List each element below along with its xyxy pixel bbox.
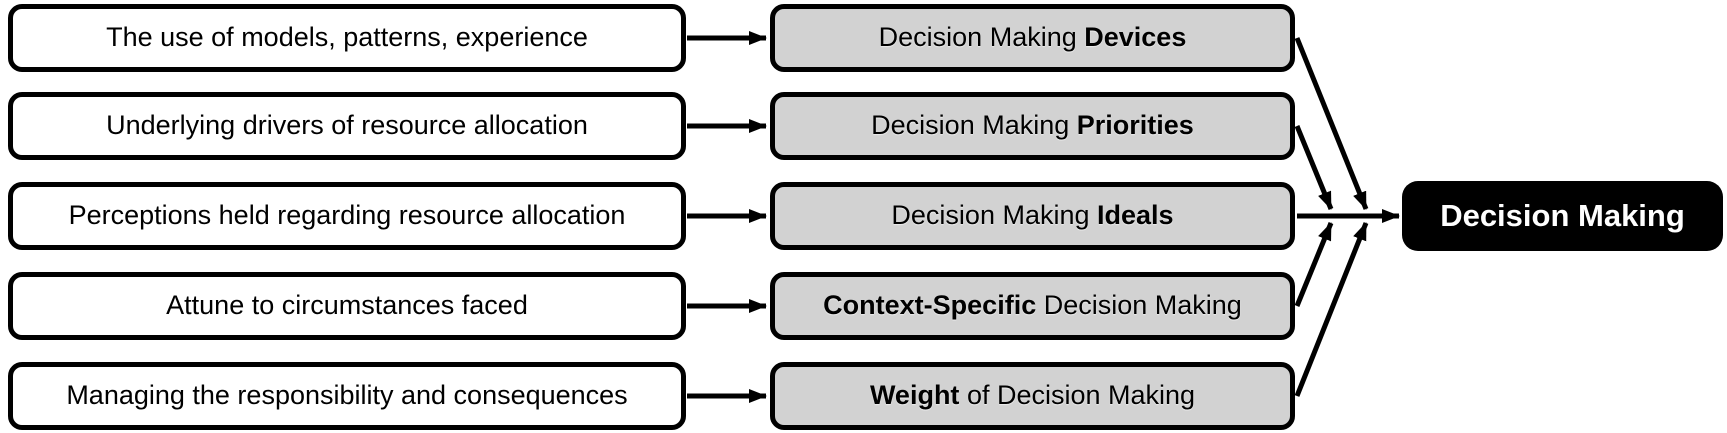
mid-label-bold: Devices [1084, 22, 1187, 53]
mid-box-label: Context-Specific Decision Making [823, 290, 1242, 321]
mid-label-pre: Decision Making [891, 200, 1098, 231]
left-box-underlying-drivers: Underlying drivers of resource allocatio… [8, 92, 686, 160]
mid-box-label: Decision Making Priorities [871, 110, 1194, 141]
left-box-models-patterns: The use of models, patterns, experience [8, 4, 686, 72]
mid-label-post: Decision Making [1036, 290, 1242, 321]
mid-box-ideals: Decision Making Ideals [770, 182, 1295, 250]
mid-label-bold: Priorities [1076, 110, 1194, 141]
mid-box-context-specific: Context-Specific Decision Making [770, 272, 1295, 340]
mid-box-devices: Decision Making Devices [770, 4, 1295, 72]
mid-box-priorities: Decision Making Priorities [770, 92, 1295, 160]
mid-label-post: of Decision Making [959, 380, 1196, 411]
result-box-label: Decision Making [1440, 198, 1685, 233]
mid-label-bold: Ideals [1097, 200, 1174, 231]
mid-box-label: Decision Making Ideals [891, 200, 1174, 231]
result-box-decision-making: Decision Making [1402, 181, 1723, 251]
left-box-attune: Attune to circumstances faced [8, 272, 686, 340]
mid-box-label: Decision Making Devices [878, 22, 1187, 53]
left-box-label: Managing the responsibility and conseque… [66, 380, 628, 411]
left-box-managing-responsibility: Managing the responsibility and conseque… [8, 362, 686, 430]
left-box-label: Perceptions held regarding resource allo… [68, 200, 626, 231]
mid-box-label: Weight of Decision Making [869, 380, 1196, 411]
left-box-label: The use of models, patterns, experience [106, 22, 588, 53]
mid-label-pre: Decision Making [871, 110, 1077, 141]
mid-label-pre: Decision Making [878, 22, 1085, 53]
mid-box-weight: Weight of Decision Making [770, 362, 1295, 430]
left-box-perceptions: Perceptions held regarding resource allo… [8, 182, 686, 250]
left-box-label: Underlying drivers of resource allocatio… [106, 110, 588, 141]
left-box-label: Attune to circumstances faced [166, 290, 528, 321]
mid-label-bold: Context-Specific [823, 290, 1037, 321]
mid-label-bold: Weight [869, 380, 960, 411]
